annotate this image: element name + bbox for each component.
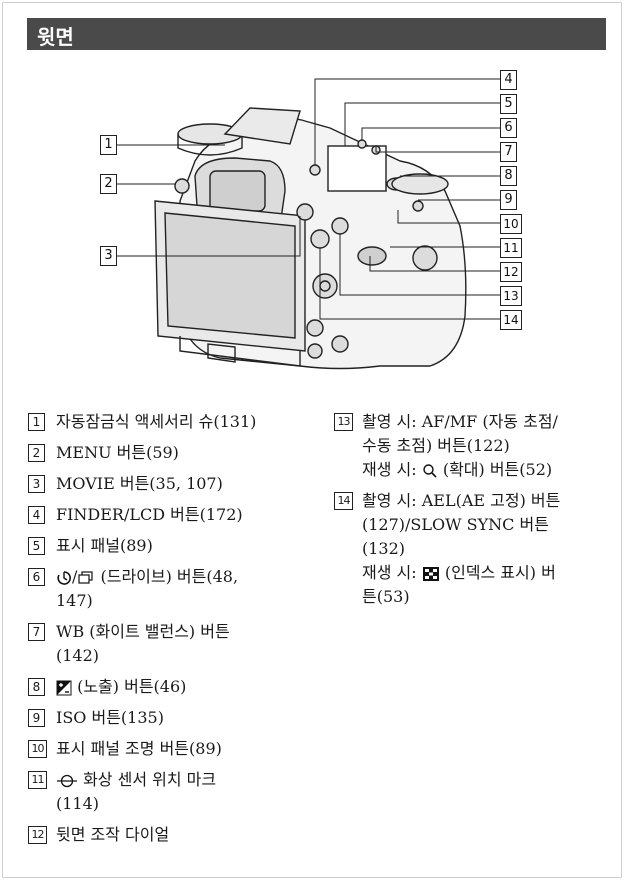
list-item: 3 MOVIE 버튼(35, 107): [28, 472, 308, 496]
list-item: 14 촬영 시: AEL(AE 고정) 버튼 (127)/SLOW SYNC 버…: [334, 489, 614, 609]
self-timer-icon: [57, 570, 71, 585]
item-number: 6: [28, 568, 45, 586]
item-number: 2: [28, 444, 45, 462]
item-text: ISO 버튼(135): [56, 708, 164, 727]
item-separator: /: [72, 567, 78, 586]
callout-11: 11: [500, 238, 522, 258]
callout-3: 3: [100, 246, 117, 266]
item-text-line2: (114): [56, 794, 100, 813]
list-item: 8 (노출) 버튼(46): [28, 675, 308, 699]
item-text: 화상 센서 위치 마크: [56, 768, 308, 792]
item-number: 4: [28, 506, 45, 524]
item-text-line2: 수동 초점) 버튼(122): [362, 436, 510, 455]
item-text-playback: 재생 시: (인덱스 표시) 버: [362, 561, 614, 585]
item-number: 3: [28, 475, 45, 493]
item-text-line3: (132): [362, 539, 406, 558]
item-text-playback: 재생 시: (확대) 버튼(52): [362, 458, 614, 482]
item-text: / (드라이브) 버튼(48,: [56, 565, 308, 589]
item-number: 13: [334, 413, 353, 431]
list-item: 12 뒷면 조작 다이얼: [28, 823, 308, 847]
callout-8: 8: [500, 166, 517, 186]
item-number: 1: [28, 413, 45, 431]
item-text: 자동잠금식 액세서리 슈(131): [56, 412, 257, 431]
callout-5: 5: [500, 94, 517, 114]
parts-list-right: 13 촬영 시: AF/MF (자동 초점/ 수동 초점) 버튼(122) 재생…: [334, 410, 614, 616]
item-text: 뒷면 조작 다이얼: [56, 825, 170, 844]
callout-4: 4: [500, 70, 517, 90]
exposure-compensation-icon: [56, 680, 72, 695]
item-number: 14: [334, 492, 353, 510]
parts-list-left: 1 자동잠금식 액세서리 슈(131) 2 MENU 버튼(59) 3 MOVI…: [28, 410, 308, 854]
list-item: 9 ISO 버튼(135): [28, 706, 308, 730]
item-text-tail: (확대) 버튼(52): [437, 460, 553, 479]
list-item: 2 MENU 버튼(59): [28, 441, 308, 465]
index-grid-icon: [422, 566, 439, 581]
item-number: 12: [28, 826, 47, 844]
list-item: 11 화상 센서 위치 마크 (114): [28, 768, 308, 816]
section-title: 윗면: [37, 25, 74, 49]
callout-13: 13: [500, 286, 522, 306]
item-text-line2: (142): [56, 646, 100, 665]
item-text: 표시 패널 조명 버튼(89): [56, 739, 222, 758]
list-item: 7 WB (화이트 밸런스) 버튼 (142): [28, 620, 308, 668]
item-text: 촬영 시: AF/MF (자동 초점/: [362, 412, 558, 431]
list-item: 5 표시 패널(89): [28, 534, 308, 558]
callout-2: 2: [100, 174, 117, 194]
list-item: 4 FINDER/LCD 버튼(172): [28, 503, 308, 527]
callout-1: 1: [100, 135, 117, 155]
camera-illustration: [117, 78, 500, 370]
item-text-line2: 147): [56, 591, 93, 610]
callout-12: 12: [500, 262, 522, 282]
callout-14: 14: [500, 310, 522, 330]
item-text-tail: (인덱스 표시) 버: [439, 563, 556, 582]
magnifier-icon: [423, 463, 437, 478]
section-header: 윗면: [27, 18, 606, 50]
item-number: 5: [28, 537, 45, 555]
item-text-tail: 화상 센서 위치 마크: [78, 770, 217, 789]
item-text-line-last: 튼(53): [362, 587, 410, 606]
callout-7: 7: [500, 142, 517, 162]
list-item: 10 표시 패널 조명 버튼(89): [28, 737, 308, 761]
camera-diagram: [100, 66, 530, 396]
item-text: WB (화이트 밸런스) 버튼: [56, 622, 230, 641]
item-number: 11: [28, 771, 47, 789]
image-sensor-mark-icon: [57, 774, 77, 787]
item-number: 8: [28, 678, 45, 696]
item-number: 9: [28, 709, 45, 727]
item-text-tail: (드라이브) 버튼(48,: [95, 567, 239, 586]
item-text: 표시 패널(89): [56, 536, 153, 555]
list-item: 6 / (드라이브) 버튼(48, 147): [28, 565, 308, 613]
item-text-line2: (127)/SLOW SYNC 버튼: [362, 515, 549, 534]
playback-prefix: 재생 시:: [362, 460, 422, 479]
list-item: 1 자동잠금식 액세서리 슈(131): [28, 410, 308, 434]
list-item: 13 촬영 시: AF/MF (자동 초점/ 수동 초점) 버튼(122) 재생…: [334, 410, 614, 482]
callout-9: 9: [500, 190, 517, 210]
item-text: FINDER/LCD 버튼(172): [56, 505, 243, 524]
callout-6: 6: [500, 118, 517, 138]
item-text: MOVIE 버튼(35, 107): [56, 474, 223, 493]
item-text: MENU 버튼(59): [56, 443, 179, 462]
item-text-tail: (노출) 버튼(46): [72, 677, 187, 696]
item-text: 촬영 시: AEL(AE 고정) 버튼: [362, 491, 561, 510]
item-number: 7: [28, 623, 45, 641]
continuous-shooting-icon: [78, 570, 93, 584]
playback-prefix: 재생 시:: [362, 563, 422, 582]
item-text: (노출) 버튼(46): [56, 675, 308, 699]
item-number: 10: [28, 740, 47, 758]
callout-10: 10: [500, 214, 522, 234]
